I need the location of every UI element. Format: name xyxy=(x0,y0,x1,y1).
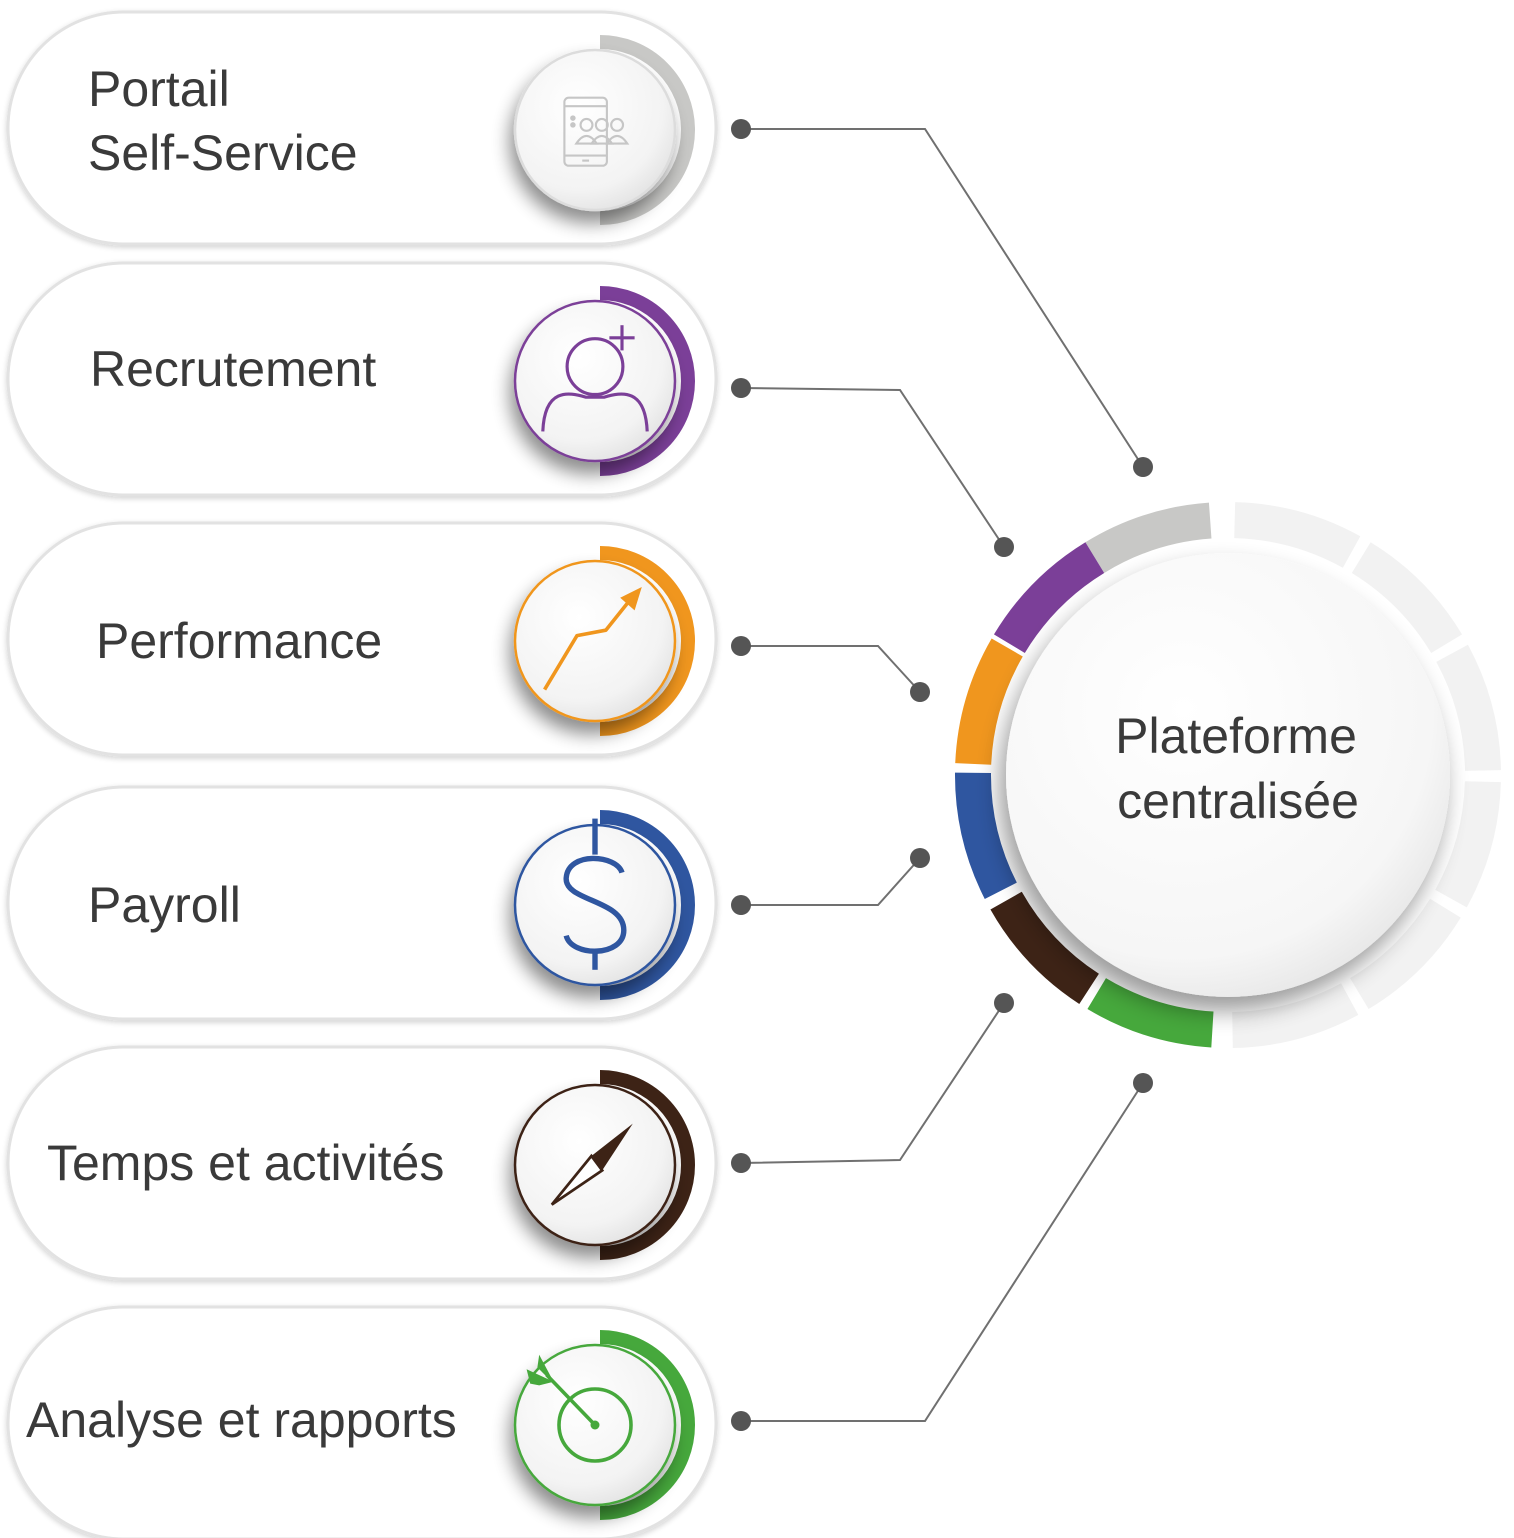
module-payroll: Payroll xyxy=(6,785,718,1021)
accent-arc xyxy=(599,286,695,476)
self-service-users-icon xyxy=(563,96,630,167)
badge-disc xyxy=(513,48,677,212)
module-label-line2: Self-Service xyxy=(88,125,358,181)
module-label: Recrutement xyxy=(90,341,376,397)
connector-payroll xyxy=(741,857,921,906)
module-badge xyxy=(513,546,695,736)
dot xyxy=(731,895,751,915)
connectors xyxy=(740,128,1144,1422)
module-recrutement: Recrutement xyxy=(6,261,718,497)
connector-recrutement xyxy=(740,387,1005,548)
ring-segment-performance xyxy=(955,638,1023,766)
hub-title-line2: centralisée xyxy=(1117,773,1359,829)
dot xyxy=(994,993,1014,1013)
dot xyxy=(731,378,751,398)
accent-arc xyxy=(599,810,695,1000)
module-badge xyxy=(513,810,695,1000)
ring-segment-analyse xyxy=(1087,978,1214,1048)
connector-self-service xyxy=(741,128,1144,468)
connector-performance xyxy=(741,645,921,693)
module-label: Portail xyxy=(88,61,230,117)
dot xyxy=(910,848,930,868)
ring-segment-temps xyxy=(990,891,1100,1004)
dot xyxy=(910,682,930,702)
ring-segment-payroll xyxy=(954,772,1017,899)
module-list: PortailSelf-ServiceRecrutementPerformanc… xyxy=(6,10,718,1538)
hub-disc xyxy=(1006,553,1450,997)
module-label: Temps et activités xyxy=(47,1135,444,1191)
connector-analyse xyxy=(741,1082,1144,1422)
connector-dots xyxy=(731,119,1153,1431)
add-user-icon xyxy=(541,325,649,432)
ring-segment-empty xyxy=(1231,983,1359,1048)
badge-disc xyxy=(513,559,677,723)
dot xyxy=(731,1153,751,1173)
module-badge xyxy=(513,286,695,476)
module-badge xyxy=(513,1070,695,1260)
dot xyxy=(731,1411,751,1431)
dot xyxy=(1133,1073,1153,1093)
module-performance: Performance xyxy=(6,521,718,757)
dot xyxy=(731,636,751,656)
dot xyxy=(994,537,1014,557)
accent-arc xyxy=(599,1330,695,1520)
compass-icon xyxy=(550,1123,633,1206)
ring-segment-empty xyxy=(1435,780,1501,908)
ring-segment-empty xyxy=(1351,542,1463,654)
connector-temps xyxy=(740,1002,1005,1164)
ring-segment-empty xyxy=(1233,502,1361,568)
hub-title-line1: Plateforme xyxy=(1115,708,1357,764)
ring-segment-recrutement xyxy=(993,542,1105,654)
accent-arc xyxy=(599,1070,695,1260)
module-label: Performance xyxy=(96,613,382,669)
module-badge xyxy=(513,1330,695,1520)
badge-disc xyxy=(513,299,677,463)
ring-segment-self-service xyxy=(1085,502,1212,574)
hub: Plateforme centralisée xyxy=(1006,553,1450,997)
dollar-icon xyxy=(563,818,627,970)
target-icon xyxy=(526,1354,633,1463)
module-label: Analyse et rapports xyxy=(26,1392,457,1448)
module-label: Payroll xyxy=(88,877,241,933)
dot xyxy=(731,119,751,139)
hub-ring xyxy=(954,502,1501,1048)
module-badge xyxy=(513,35,695,225)
module-analyse: Analyse et rapports xyxy=(6,1305,718,1538)
accent-arc xyxy=(599,35,695,225)
ring-segment-empty xyxy=(1349,898,1461,1010)
module-temps: Temps et activités xyxy=(6,1045,718,1281)
accent-arc xyxy=(599,546,695,736)
ring-segment-empty xyxy=(1436,644,1501,772)
dot xyxy=(1133,457,1153,477)
